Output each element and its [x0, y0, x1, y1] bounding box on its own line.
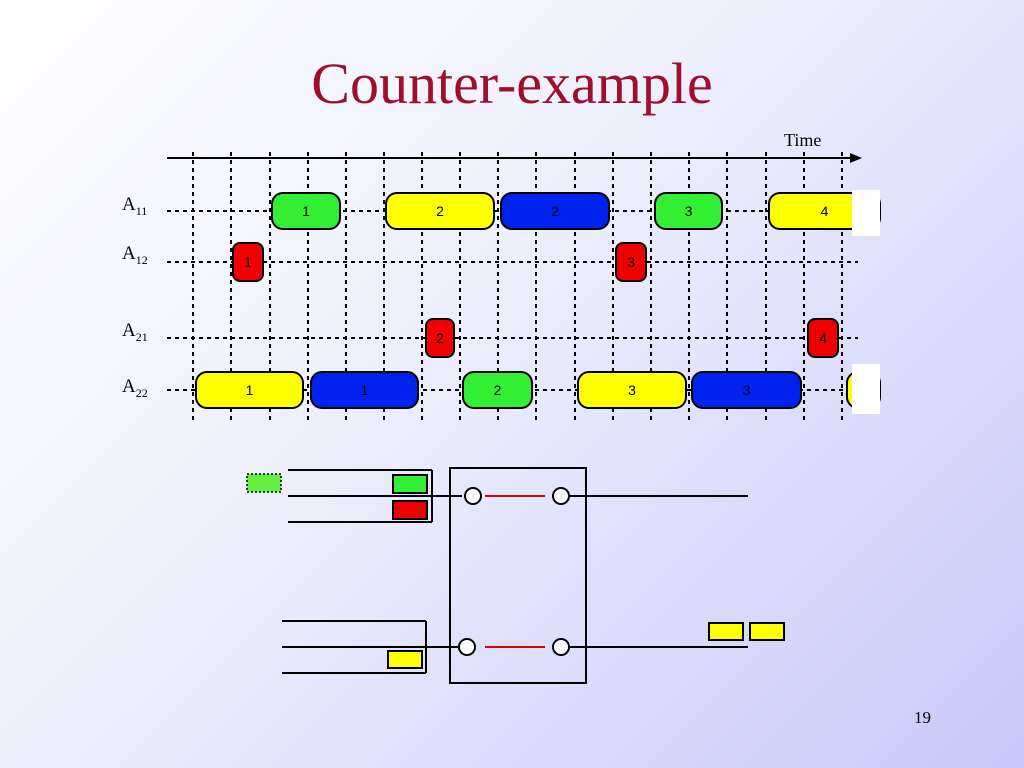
arriving-cell: [246, 473, 282, 493]
row-label-text: A: [122, 320, 136, 341]
packet-label: 1: [361, 382, 369, 398]
packet-label: 4: [819, 330, 827, 346]
packet-label: 2: [494, 382, 502, 398]
packet-label: 3: [627, 254, 635, 270]
input-port-1: [464, 487, 482, 505]
output-port-1: [552, 487, 570, 505]
packet-label: 4: [821, 203, 829, 219]
row-label-subscript: 21: [135, 329, 148, 344]
row-label-a22: A22: [122, 376, 148, 401]
row-label-subscript: 11: [135, 203, 148, 218]
packet-a12: 1: [232, 242, 264, 282]
packet-label: 2: [551, 203, 559, 219]
queued-cell: [387, 650, 423, 669]
packet-shape: [577, 371, 687, 409]
packet-label: 2: [436, 330, 444, 346]
packet-shape: [232, 242, 264, 282]
row-label-text: A: [122, 194, 136, 215]
packet-a22: 3: [691, 371, 802, 409]
packet-a11: 2: [385, 192, 495, 230]
row-label-a11: A11: [122, 194, 147, 219]
packet-label: 2: [436, 203, 444, 219]
row-label-subscript: 12: [135, 252, 148, 267]
packet-shape: [654, 192, 723, 230]
queued-cell: [392, 474, 428, 494]
time-axis-label: Time: [784, 130, 822, 150]
output-cell: [749, 622, 785, 641]
slide-title: Counter-example: [311, 51, 713, 116]
packet-a11: 3: [654, 192, 723, 230]
row-label-text: A: [122, 376, 136, 397]
edge-mask: [852, 364, 880, 414]
packet-layer: 1 2 2 3 4 1 3 2 4 1 1 2 3 3: [195, 192, 881, 409]
packet-shape: [807, 318, 839, 358]
page-number: 19: [914, 708, 931, 727]
packet-a22: 1: [195, 371, 304, 409]
packet-shape: [195, 371, 304, 409]
edge-mask: [852, 190, 880, 236]
packet-a22: 2: [462, 371, 533, 409]
packet-label: 3: [628, 382, 636, 398]
packet-a21: 2: [425, 318, 455, 358]
packet-shape: [310, 371, 419, 409]
packet-label: 1: [302, 203, 310, 219]
packet-shape: [691, 371, 802, 409]
packet-shape: [425, 318, 455, 358]
time-axis-arrow: [850, 153, 862, 163]
packet-shape: [615, 242, 647, 282]
packet-a22: 3: [577, 371, 687, 409]
packet-shape: [500, 192, 610, 230]
packet-a12: 3: [615, 242, 647, 282]
packet-label: 1: [244, 254, 252, 270]
packet-shape: [271, 192, 341, 230]
packet-label: 1: [246, 382, 254, 398]
row-label-a12: A12: [122, 243, 148, 268]
output-cell: [708, 622, 744, 641]
switch-fabric-box: [449, 467, 587, 684]
packet-a11: 2: [500, 192, 610, 230]
packet-label: 3: [743, 382, 751, 398]
packet-a22: 1: [310, 371, 419, 409]
row-label-subscript: 22: [135, 385, 148, 400]
row-label-a21: A21: [122, 320, 148, 345]
output-port-2: [552, 638, 570, 656]
packet-a21: 4: [807, 318, 839, 358]
queued-cell: [392, 500, 428, 520]
packet-shape: [385, 192, 495, 230]
row-label-text: A: [122, 243, 136, 264]
input-port-2: [458, 638, 476, 656]
packet-a11: 1: [271, 192, 341, 230]
packet-shape: [462, 371, 533, 409]
packet-label: 3: [685, 203, 693, 219]
